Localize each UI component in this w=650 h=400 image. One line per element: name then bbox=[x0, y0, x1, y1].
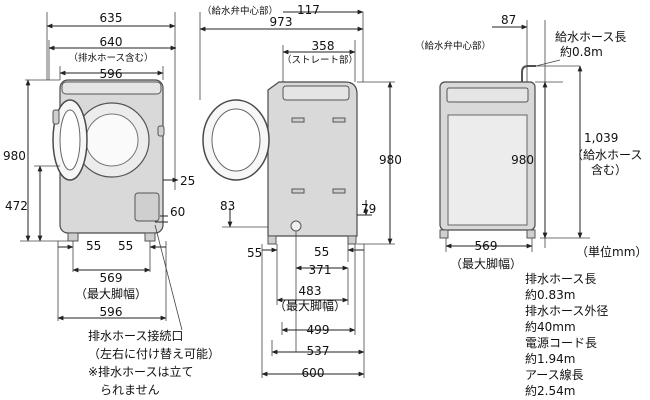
dim-973: 973 bbox=[270, 15, 293, 29]
dim-117: 117 bbox=[297, 3, 320, 17]
dim-980-side: 980 bbox=[379, 153, 402, 167]
drain-hose-warning-2: られません bbox=[100, 383, 160, 397]
dim-569-front: 569 bbox=[100, 271, 123, 285]
height-with-hose-note-1: （給水ホース bbox=[571, 148, 642, 162]
dim-1039: 1,039 bbox=[584, 131, 618, 145]
straight-part-label: （ストレート部） bbox=[282, 54, 358, 66]
unit-label: （単位mm） bbox=[576, 244, 647, 259]
dim-596-top: 596 bbox=[100, 67, 123, 81]
power-cord-length-value: 約1.94m bbox=[525, 351, 575, 366]
dim-55-front-left: 55 bbox=[86, 239, 101, 253]
dim-79: 79 bbox=[361, 202, 376, 216]
front-foot-right bbox=[144, 232, 156, 242]
drain-hose-diameter-value: 約40mm bbox=[525, 319, 576, 334]
dim-371: 371 bbox=[309, 263, 332, 277]
water-valve-center-label-back: （給水弁中心部） bbox=[415, 40, 491, 52]
dim-635: 635 bbox=[100, 11, 123, 25]
drain-hose-length-value: 約0.83m bbox=[525, 287, 575, 302]
drum-window bbox=[85, 113, 139, 167]
side-body bbox=[267, 81, 358, 237]
dim-640: 640 bbox=[100, 35, 123, 49]
front-foot-left bbox=[67, 232, 79, 242]
dim-980-front: 980 bbox=[3, 149, 26, 163]
door-hinge bbox=[52, 109, 60, 125]
power-cord-length-label: 電源コード長 bbox=[525, 336, 597, 350]
dim-600: 600 bbox=[302, 366, 325, 380]
back-view: 87 （給水弁中心部） 給水ホース長 約0.8m 980 1,039 （給水ホー… bbox=[415, 13, 647, 271]
door-lock bbox=[157, 125, 165, 137]
dim-87: 87 bbox=[501, 13, 516, 27]
back-panel bbox=[447, 114, 528, 226]
side-view: （給水弁中心部） 117 973 358 （ストレート部） 980 83 79 … bbox=[199, 3, 402, 380]
supply-hose-length-label: 給水ホース長 bbox=[555, 30, 626, 44]
dim-83: 83 bbox=[220, 199, 235, 213]
drain-notes: 排水ホース接続口 （左右に付け替え可能） ※排水ホースは立て られません bbox=[88, 328, 220, 397]
dim-980-back: 980 bbox=[511, 153, 534, 167]
spec-list: 排水ホース長 約0.83m 排水ホース外径 約40mm 電源コード長 約1.94… bbox=[525, 272, 608, 398]
max-foot-width-label-front: （最大脚幅） bbox=[75, 286, 147, 301]
hose-included-note: （排水ホース含む） bbox=[68, 52, 153, 64]
filter-cover bbox=[134, 192, 160, 222]
dim-569-back: 569 bbox=[475, 239, 498, 253]
dim-55-side-left: 55 bbox=[247, 246, 262, 260]
max-foot-width-label-side: （最大脚幅） bbox=[274, 298, 346, 313]
drain-hose-warning-1: ※排水ホースは立て bbox=[88, 364, 193, 379]
ground-wire-length-value: 約2.54m bbox=[525, 383, 575, 398]
drain-connection-sub: （左右に付け替え可能） bbox=[88, 346, 220, 361]
drain-connection-label: 排水ホース接続口 bbox=[88, 328, 183, 343]
supply-hose-length-value: 約0.8m bbox=[560, 44, 603, 59]
dim-472: 472 bbox=[5, 199, 28, 213]
dim-25: 25 bbox=[180, 174, 195, 188]
water-valve-center-label-side: （給水弁中心部） bbox=[202, 5, 278, 17]
front-control-panel bbox=[61, 81, 162, 95]
side-top-panel bbox=[282, 85, 350, 101]
dim-55-front-right: 55 bbox=[118, 239, 133, 253]
dim-60: 60 bbox=[170, 205, 185, 219]
front-view: 635 640 （排水ホース含む） 596 980 472 25 60 55 5… bbox=[3, 11, 195, 331]
drain-hose-diameter-label: 排水ホース外径 bbox=[525, 304, 608, 318]
dim-483: 483 bbox=[299, 284, 322, 298]
dim-596-bottom: 596 bbox=[100, 305, 123, 319]
dim-55-side-right: 55 bbox=[314, 245, 329, 259]
dim-499: 499 bbox=[307, 323, 330, 337]
dim-537: 537 bbox=[307, 344, 330, 358]
ground-wire-length-label: アース線長 bbox=[525, 367, 584, 382]
supply-hose bbox=[521, 65, 536, 82]
max-foot-width-label-back: （最大脚幅） bbox=[450, 256, 522, 271]
height-with-hose-note-2: 含む） bbox=[591, 162, 627, 177]
drain-port bbox=[290, 220, 302, 232]
drain-hose-length-label: 排水ホース長 bbox=[525, 272, 596, 286]
dim-358: 358 bbox=[312, 39, 335, 53]
